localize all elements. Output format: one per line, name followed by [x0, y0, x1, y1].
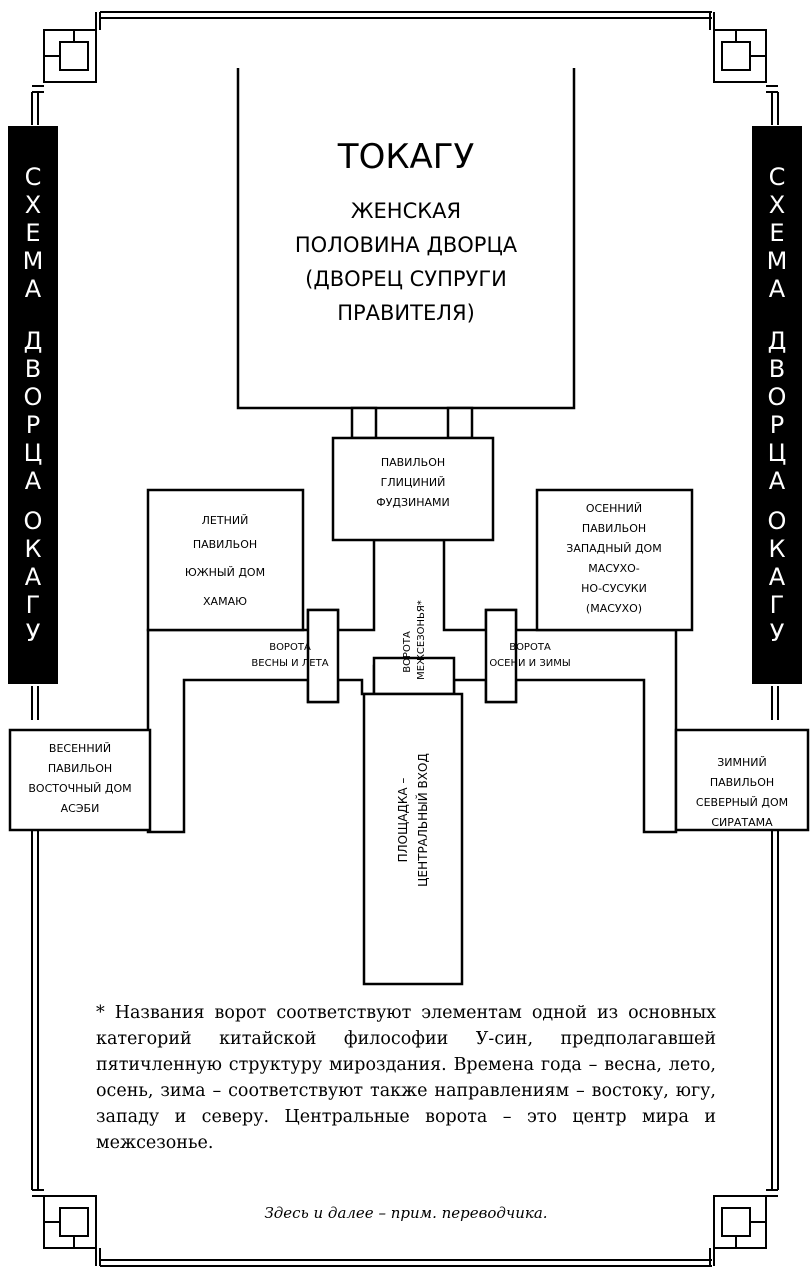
winter-label-4: СИРАТАМА: [711, 816, 773, 829]
border-frame: [31, 11, 779, 1267]
svg-text:Р: Р: [26, 411, 40, 439]
winter-label-2: ПАВИЛЬОН: [710, 776, 774, 789]
room-plaza: [362, 692, 464, 986]
subtitle-line-4: ПРАВИТЕЛЯ): [337, 301, 475, 325]
room-autumn: [535, 488, 694, 632]
svg-text:Х: Х: [25, 191, 41, 219]
connector-right: [446, 406, 474, 440]
connector-left: [350, 406, 378, 440]
side-banner-right-text: С Х Е М А Д В О Р Ц А О К А Г У: [767, 163, 788, 647]
svg-text:У: У: [26, 619, 41, 647]
svg-text:В: В: [25, 355, 41, 383]
svg-text:Д: Д: [24, 327, 43, 355]
svg-text:О: О: [24, 383, 43, 411]
svg-text:А: А: [769, 275, 786, 303]
autumn-label-5: НО-СУСУКИ: [581, 582, 647, 595]
summer-label-3: ЮЖНЫЙ ДОМ: [185, 566, 265, 579]
fujinami-label-3: ФУДЗИНАМИ: [376, 496, 450, 509]
gate-spring-summer-label-2: ВЕСНЫ И ЛЕТА: [251, 658, 328, 669]
translator-note: Здесь и далее – прим. переводчика.: [264, 1204, 548, 1222]
svg-text:Р: Р: [770, 411, 784, 439]
corner-ornament-bottom-left: [32, 1189, 101, 1266]
svg-text:А: А: [25, 275, 42, 303]
room-summer: [146, 488, 305, 632]
svg-text:К: К: [768, 535, 785, 563]
winter-label-1: ЗИМНИЙ: [717, 756, 767, 769]
svg-text:С: С: [769, 163, 786, 191]
side-banner-right: [752, 126, 802, 684]
gate-autumn-winter-label-2: ОСЕНИ И ЗИМЫ: [489, 658, 570, 669]
svg-text:А: А: [769, 467, 786, 495]
summer-label-2: ПАВИЛЬОН: [193, 538, 257, 551]
svg-text:К: К: [24, 535, 41, 563]
title: ТОКАГУ: [337, 137, 475, 177]
room-fujinami: [331, 436, 495, 542]
fujinami-label-2: ГЛИЦИНИЙ: [381, 476, 446, 489]
svg-text:Х: Х: [769, 191, 785, 219]
subtitle-line-2: ПОЛОВИНА ДВОРЦА: [295, 233, 518, 257]
summer-label-1: ЛЕТНИЙ: [202, 514, 249, 527]
autumn-label-3: ЗАПАДНЫЙ ДОМ: [566, 542, 661, 555]
svg-text:Г: Г: [770, 591, 785, 619]
gate-spring-summer-label-1: ВОРОТА: [269, 642, 311, 653]
spring-label-1: ВЕСЕННИЙ: [49, 742, 111, 755]
svg-text:М: М: [767, 247, 788, 275]
svg-text:М: М: [23, 247, 44, 275]
svg-text:А: А: [25, 563, 42, 591]
svg-text:Г: Г: [26, 591, 41, 619]
autumn-label-2: ПАВИЛЬОН: [582, 522, 646, 535]
gate-between-label-2: МЕЖСЕЗОНЬЯ*: [416, 600, 427, 680]
footnote: * Названия ворот соответствуют элементам…: [96, 1003, 716, 1153]
tokagu-building: [236, 68, 576, 410]
svg-text:Е: Е: [25, 219, 40, 247]
svg-text:О: О: [768, 507, 787, 535]
spring-label-2: ПАВИЛЬОН: [48, 762, 112, 775]
autumn-label-6: (МАСУХО): [586, 602, 642, 615]
autumn-label-1: ОСЕННИЙ: [586, 502, 642, 515]
gate-between-label-1: ВОРОТА: [402, 631, 413, 673]
svg-text:В: В: [769, 355, 785, 383]
spring-label-3: ВОСТОЧНЫЙ ДОМ: [28, 782, 131, 795]
svg-text:У: У: [770, 619, 785, 647]
winter-label-3: СЕВЕРНЫЙ ДОМ: [696, 796, 788, 809]
subtitle-line-1: ЖЕНСКАЯ: [351, 199, 461, 223]
gate-autumn-winter-label-1: ВОРОТА: [509, 642, 551, 653]
gate-autumn-winter: [484, 608, 518, 704]
room-winter: [674, 728, 810, 832]
subtitle-line-3: (ДВОРЕЦ СУПРУГИ: [305, 267, 507, 291]
summer-label-4: ХАМАЮ: [203, 595, 247, 608]
side-banner-left: [8, 126, 58, 684]
plaza-label-1: ПЛОЩАДКА –: [396, 778, 410, 863]
autumn-label-4: МАСУХО-: [588, 562, 640, 575]
svg-text:Д: Д: [768, 327, 787, 355]
fujinami-label-1: ПАВИЛЬОН: [381, 456, 445, 469]
svg-text:Е: Е: [769, 219, 784, 247]
gate-spring-summer: [306, 608, 340, 704]
svg-text:О: О: [24, 507, 43, 535]
room-spring: [8, 728, 152, 832]
corner-ornament-top-left: [32, 12, 101, 93]
svg-text:Ц: Ц: [768, 439, 787, 467]
plaza-label-2: ЦЕНТРАЛЬНЫЙ ВХОД: [415, 753, 430, 887]
svg-text:С: С: [25, 163, 42, 191]
svg-text:А: А: [25, 467, 42, 495]
side-banner-left-text: С Х Е М А Д В О Р Ц А О К А Г У: [23, 163, 44, 647]
corner-ornament-top-right: [709, 12, 778, 93]
svg-text:Ц: Ц: [24, 439, 43, 467]
spring-label-4: АСЭБИ: [61, 802, 100, 815]
corner-ornament-bottom-right: [709, 1189, 778, 1266]
svg-text:О: О: [768, 383, 787, 411]
gate-between-box: [372, 656, 456, 696]
svg-text:А: А: [769, 563, 786, 591]
